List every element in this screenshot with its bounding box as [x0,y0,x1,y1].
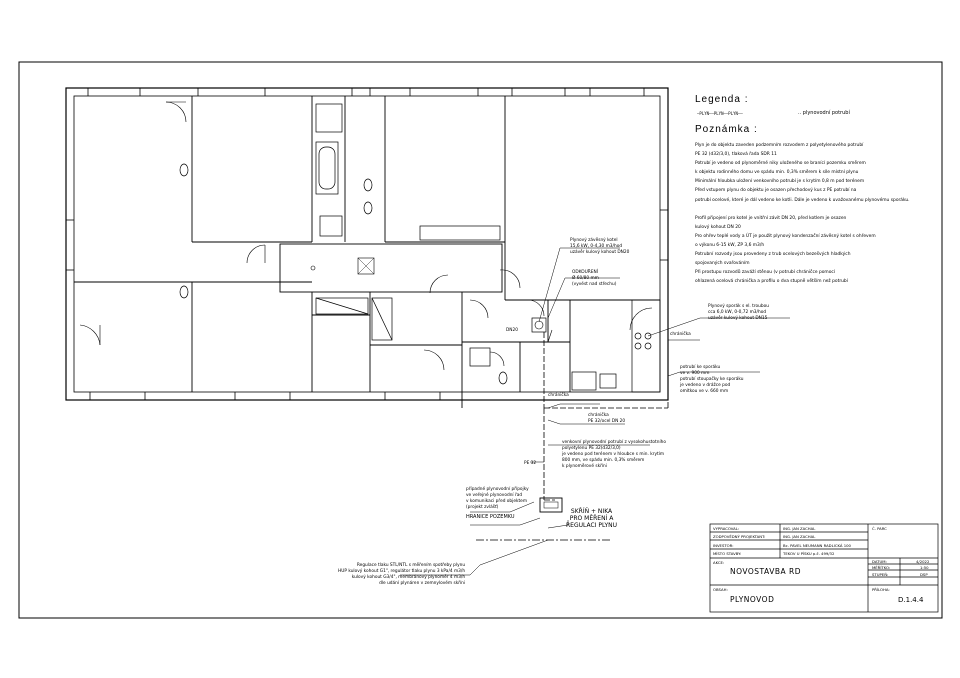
windows [66,88,668,400]
note-line: PE 32 (d32/3,0), tlaková řada SDR 11 [695,152,777,158]
notes-block: Plyn je do objektu zaveden podzemním roz… [695,141,945,286]
tb-datum-label: DATUM: [872,559,887,564]
note-line: Plyn je do objektu zaveden podzemním roz… [695,143,864,148]
tb-value-investor: Bc. PAVEL NEUMANN RADLICKÁ 100 [783,543,851,548]
boiler-unit [531,317,547,333]
note-line: Minimální hloubka uložení venkovního pot… [695,179,865,185]
gas-meter-cabinet [539,497,563,513]
chimney-label-right: chránička [670,332,691,337]
boundary-note-label: případné plynovodní přípojky ve veřejné … [466,487,529,510]
note-line: kulový kohout DN 20 [695,224,741,230]
note-line: Pro ohřev teplé vody a ÚT je použit plyn… [695,233,876,239]
boiler-label: Plynový závěsný kotel 15,6 kW, 0-4,30 m3… [570,238,630,255]
legend-line-symbol: —PLYN——PLYN——PLYN—— [697,111,743,116]
title-block-lines [709,523,939,613]
meter-cabinet-label: SKŘÍŇ + NIKA PRO MĚŘENÍ A REGULACI PLYNU [566,508,618,529]
tb-stupen-value: DSP [920,572,928,577]
note-line: Při prostupu rozvodů zaváží stěnou (v po… [695,270,836,276]
tb-datum-value: 4/2022 [916,559,930,564]
notes-title: Poznámka : [695,124,758,135]
pipe-height-label: potrubí ke sporáku ve v. 900 mm potrubí … [680,365,744,394]
tb-cparc: Č. PARC [872,526,887,531]
tb-akce-label: AKCE: [713,560,725,565]
property-boundary-label: HRANICE POZEMKU [466,514,515,520]
tb-value-zodp: ING. JAN ZACHAL [783,534,816,539]
interior-walls [74,96,660,408]
note-line: potrubí ocelové, které je dál vedeno ke … [695,197,910,203]
pe-dn-label: chránička PE 32/ocel DN 20 [588,413,626,424]
note-line: Potrubí je vedeno od plynoměrné niky ulo… [695,161,866,167]
gas-pipe [543,332,669,501]
corridor [279,243,503,293]
tb-priloha-value: D.1.4.4 [898,596,924,604]
tb-akce-value: NOVOSTAVBA RD [730,567,801,576]
bathroom-fixtures [179,103,508,385]
note-line: ohlazená ocelová chránička a profilu o d… [695,279,848,285]
tb-label-investor: INVESTOR: [713,543,734,548]
tb-label-vypracoval: VYPRACOVAL: [713,526,740,531]
tb-value-vypracoval: ING. JAN ZACHAL [783,526,816,531]
pe32-label: PE 32 [524,461,537,466]
note-line: o výkonu 6-15 kW, ZP 3,6 m3/h [695,242,765,248]
kitchen-counters [571,299,661,393]
tb-obsah-value: PLYNOVOD [730,595,775,604]
tb-label-misto: MÍSTO STAVBY: [713,551,742,556]
flue-label: ODKOUŘENÍ Ø 60/80 mm (vyvést nad střechu… [572,270,617,287]
tb-obsah-label: OBSAH: [713,587,728,592]
drawing-frame [18,61,943,619]
note-line: Profil připojení pro kotel je vnitřní zá… [695,215,847,221]
note-gap [695,205,945,214]
legend-line-description: .. plynovodní potrubí [798,110,850,116]
dn20-label: DN20 [506,328,518,333]
tb-meritko-label: MĚŘÍTKO: [872,565,891,570]
stove-label: Plynový sporák s el. troubou cca 6,0 kW,… [708,304,769,321]
chimney-label-low: chránička [548,393,569,398]
legend-title: Legenda : [695,94,749,105]
note-line: Potrubní rozvody jsou provedeny z trub o… [695,252,851,258]
note-line: spojovaných svařováním [695,261,750,267]
outer-walls [65,87,669,401]
tb-priloha-label: PŘÍLOHA: [872,587,890,592]
leader-lines [400,247,790,576]
tb-label-zodp: ZODPOVĚDNÝ PROJEKTANT: [713,534,766,539]
doors [79,101,653,371]
note-line: k objektu rodinného domu ve spádu min. 0… [695,170,859,176]
transition-label: venkovní plynovodní potrubí z vysokohust… [562,440,667,469]
tb-stupen-label: STUPEŇ: [872,572,889,577]
tb-value-misto: TEKOV U PÍSKU p.č. 499/32 [783,551,835,556]
note-line: Před vstupem plynu do objektu je osazen … [695,188,857,194]
skylight [357,257,375,275]
regulator-label: Regulace tlaku STL/NTL s měřením spotřeb… [338,563,466,586]
tb-meritko-value: 1:50 [920,565,929,570]
